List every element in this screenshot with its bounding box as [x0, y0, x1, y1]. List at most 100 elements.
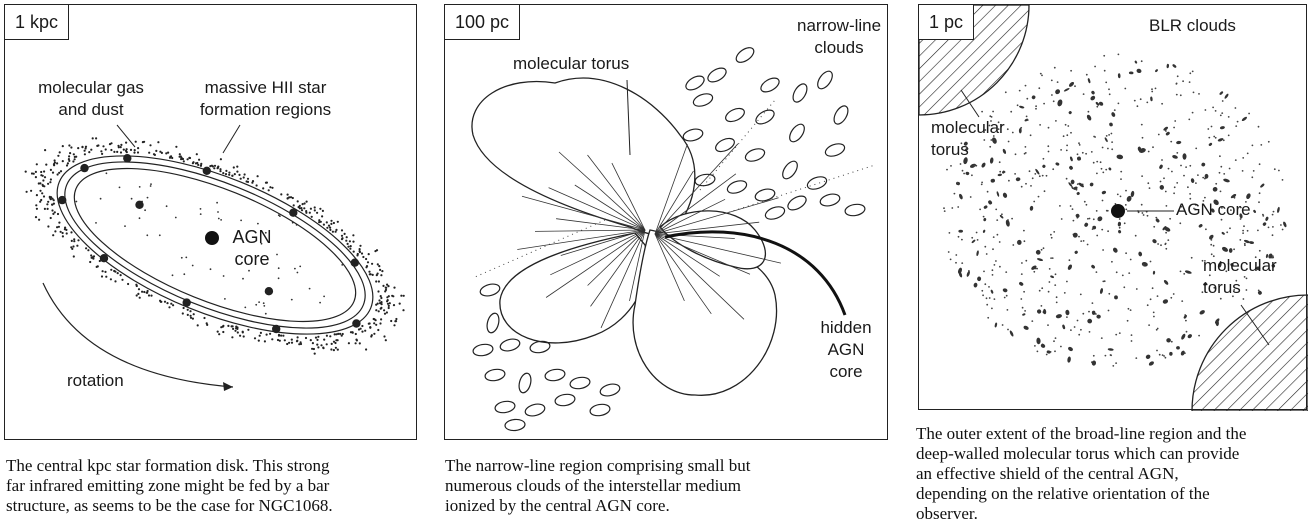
dust-dot [258, 340, 260, 342]
hii-region [100, 254, 108, 262]
dust-dot [373, 322, 375, 324]
blr-cloud [1054, 88, 1061, 95]
dust-dot [49, 181, 51, 183]
blr-dot [1006, 295, 1008, 297]
dust-dot [319, 208, 321, 210]
dust-dot [329, 229, 331, 231]
dust-dot [117, 272, 119, 274]
blr-dot [1125, 252, 1127, 254]
blr-dot [1272, 226, 1274, 228]
dust-dot [40, 174, 42, 176]
dust-dot [291, 299, 293, 301]
dust-dot [268, 189, 270, 191]
blr-dot [1134, 100, 1136, 102]
blr-cloud [1104, 137, 1108, 143]
blr-dot [1104, 280, 1106, 282]
blr-dot [1161, 159, 1163, 161]
blr-dot [1162, 354, 1164, 356]
dust-dot [62, 145, 64, 147]
dust-dot [172, 304, 174, 306]
blr-dot [1220, 115, 1222, 117]
dust-dot [264, 340, 266, 342]
narrow-line-cloud [499, 337, 521, 353]
dust-dot [169, 157, 171, 159]
blr-cloud [1180, 333, 1186, 340]
blr-dot [1042, 175, 1044, 177]
blr-dot [1122, 275, 1124, 277]
dust-dot [180, 155, 182, 157]
narrow-line-cloud [790, 82, 810, 105]
blr-cloud [1134, 60, 1137, 64]
blr-dot [1120, 171, 1122, 173]
blr-dot [1235, 107, 1237, 109]
dust-dot [380, 297, 382, 299]
blr-dot [1143, 214, 1145, 216]
blr-dot [1054, 350, 1056, 352]
dust-dot [164, 301, 166, 303]
blr-dot [1115, 334, 1117, 336]
dust-dot [326, 227, 328, 229]
blr-cloud [1108, 348, 1114, 351]
dust-dot [232, 328, 234, 330]
blr-dot [1158, 134, 1160, 136]
blr-dot [1067, 125, 1069, 127]
blr-dot [1173, 127, 1175, 129]
blr-dot [1161, 103, 1163, 105]
dust-dot [356, 254, 358, 256]
blr-dot [992, 111, 994, 113]
dust-dot [196, 153, 198, 155]
blr-dot [1059, 205, 1061, 207]
blr-dot [1229, 168, 1231, 170]
dust-dot [141, 291, 143, 293]
dust-dot [198, 159, 200, 161]
label-agn-core: AGN core [227, 226, 277, 270]
dust-dot [277, 339, 279, 341]
dust-dot [50, 196, 52, 198]
dust-dot [254, 337, 256, 339]
blr-dot [1052, 257, 1054, 259]
narrow-line-cloud [485, 312, 501, 334]
blr-dot [1094, 136, 1096, 138]
blr-cloud [1067, 264, 1073, 271]
dust-dot [402, 309, 404, 311]
blr-dot [1204, 178, 1206, 180]
dust-dot [349, 240, 351, 242]
blr-dot [1033, 201, 1035, 203]
dust-dot [247, 178, 249, 180]
dust-dot [390, 320, 392, 322]
label-molecular-torus-top: molecular torus [931, 117, 1005, 161]
blr-dot [1108, 310, 1110, 312]
dust-dot [25, 171, 27, 173]
blr-dot [1094, 66, 1096, 68]
blr-dot [1189, 81, 1191, 83]
dust-dot [102, 270, 104, 272]
blr-dot [1127, 320, 1129, 322]
dust-dot [227, 325, 229, 327]
torus-segment-bottom [1192, 295, 1308, 411]
blr-cloud [1152, 238, 1158, 244]
scale-label: 1 pc [918, 4, 974, 40]
blr-dot [1060, 346, 1062, 348]
blr-cloud [1036, 337, 1041, 344]
dust-dot [119, 187, 121, 189]
blr-dot [1092, 228, 1094, 230]
dust-dot [102, 145, 104, 147]
blr-dot [1080, 294, 1082, 296]
dust-dot [153, 153, 155, 155]
dust-dot [375, 280, 377, 282]
blr-dot [986, 253, 988, 255]
blr-cloud [1277, 207, 1281, 214]
blr-cloud [973, 282, 978, 287]
blr-dot [1050, 234, 1052, 236]
blr-cloud [1057, 99, 1064, 107]
dust-dot [240, 220, 242, 222]
blr-dot [1195, 148, 1197, 150]
blr-dot [1102, 172, 1104, 174]
blr-dot [1177, 75, 1179, 77]
blr-dot [1093, 218, 1095, 220]
label-molecular-torus-bottom: molecular torus [1203, 255, 1277, 299]
blr-cloud [1075, 213, 1080, 218]
dust-dot [243, 176, 245, 178]
blr-cloud [1190, 178, 1194, 183]
narrow-line-cloud [505, 419, 526, 432]
